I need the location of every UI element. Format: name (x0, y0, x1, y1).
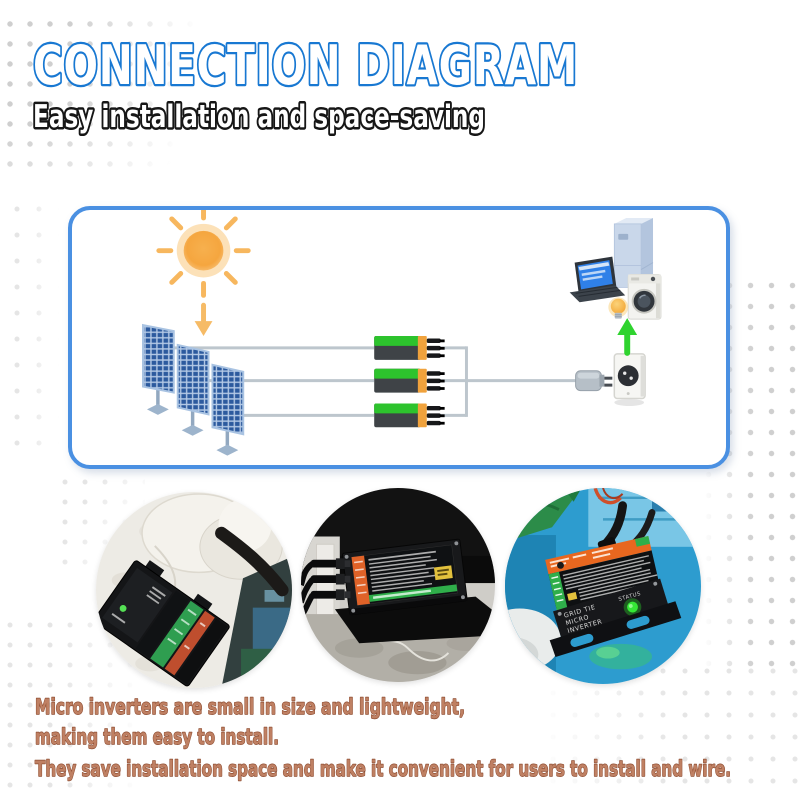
inverter-device-photo2 (342, 538, 468, 616)
down-arrow-icon (194, 302, 213, 337)
photo2-art (301, 488, 495, 682)
connection-diagram (142, 210, 662, 456)
page-title: CONNECTION DIAGRAM (33, 34, 578, 97)
photo3-art: GRID TIE MICRO INVERTER STATUS (505, 488, 701, 684)
warning-sticker (433, 565, 453, 581)
up-arrow-icon (617, 318, 638, 356)
page-subtitle: Easy installation and space-saving (33, 99, 485, 135)
footer-line-3: They save installation space and make it… (35, 757, 731, 782)
cable-connectors (301, 558, 351, 619)
solar-panel-icon (142, 323, 245, 456)
laptop-icon (569, 256, 626, 303)
footer-line-1: Micro inverters are small in size and li… (35, 695, 465, 720)
washing-machine-icon (627, 273, 662, 320)
installation-photo-boat: GRID TIE MICRO INVERTER STATUS (505, 488, 701, 684)
header: CONNECTION DIAGRAM Easy installation and… (31, 32, 580, 138)
plug-icon (575, 370, 613, 392)
inverter-device-photo1 (96, 560, 230, 687)
green-light-reflection (589, 643, 652, 670)
installation-photo-mount (301, 488, 495, 682)
inverter-device-photo3: GRID TIE MICRO INVERTER STATUS (545, 536, 682, 658)
micro-inverter-icon (374, 336, 445, 428)
footer-line-2: making them easy to install. (35, 725, 279, 750)
photo1-art (96, 492, 292, 688)
sun-icon (156, 210, 251, 298)
light-bulb-icon (608, 297, 629, 319)
halftone-dots-left-of-box (6, 196, 66, 456)
wall-outlet-icon (613, 353, 646, 406)
installation-photo-wall (96, 492, 292, 688)
connection-diagram-panel (68, 206, 730, 469)
black-cable (215, 526, 289, 597)
footer: Micro inverters are small in size and li… (34, 694, 731, 782)
orange-wire (593, 488, 624, 505)
device-front-face (553, 578, 669, 638)
